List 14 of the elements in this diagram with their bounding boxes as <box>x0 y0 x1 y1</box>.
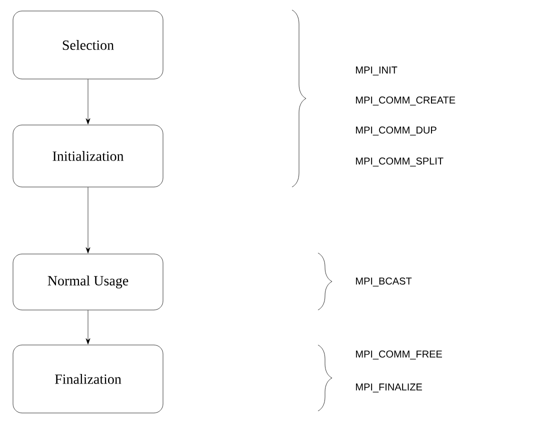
function-name: MPI_BCAST <box>356 278 412 286</box>
process-box: Selection <box>12 10 164 80</box>
process-box: Normal Usage <box>12 254 164 310</box>
process-box: Initialization <box>12 124 164 188</box>
arrow <box>86 187 90 254</box>
function-name: MPI_INIT <box>356 66 398 76</box>
function-name: MPI_COMM_CREATE <box>356 96 456 106</box>
function-name: MPI_COMM_DUP <box>356 126 436 136</box>
function-name: MPI_FINALIZE <box>356 384 422 392</box>
arrow <box>86 79 90 124</box>
function-name: MPI_COMM_SPLIT <box>356 158 444 166</box>
function-name: MPI_COMM_FREE <box>356 350 442 360</box>
arrow <box>86 310 90 344</box>
process-box: Finalization <box>12 344 164 414</box>
